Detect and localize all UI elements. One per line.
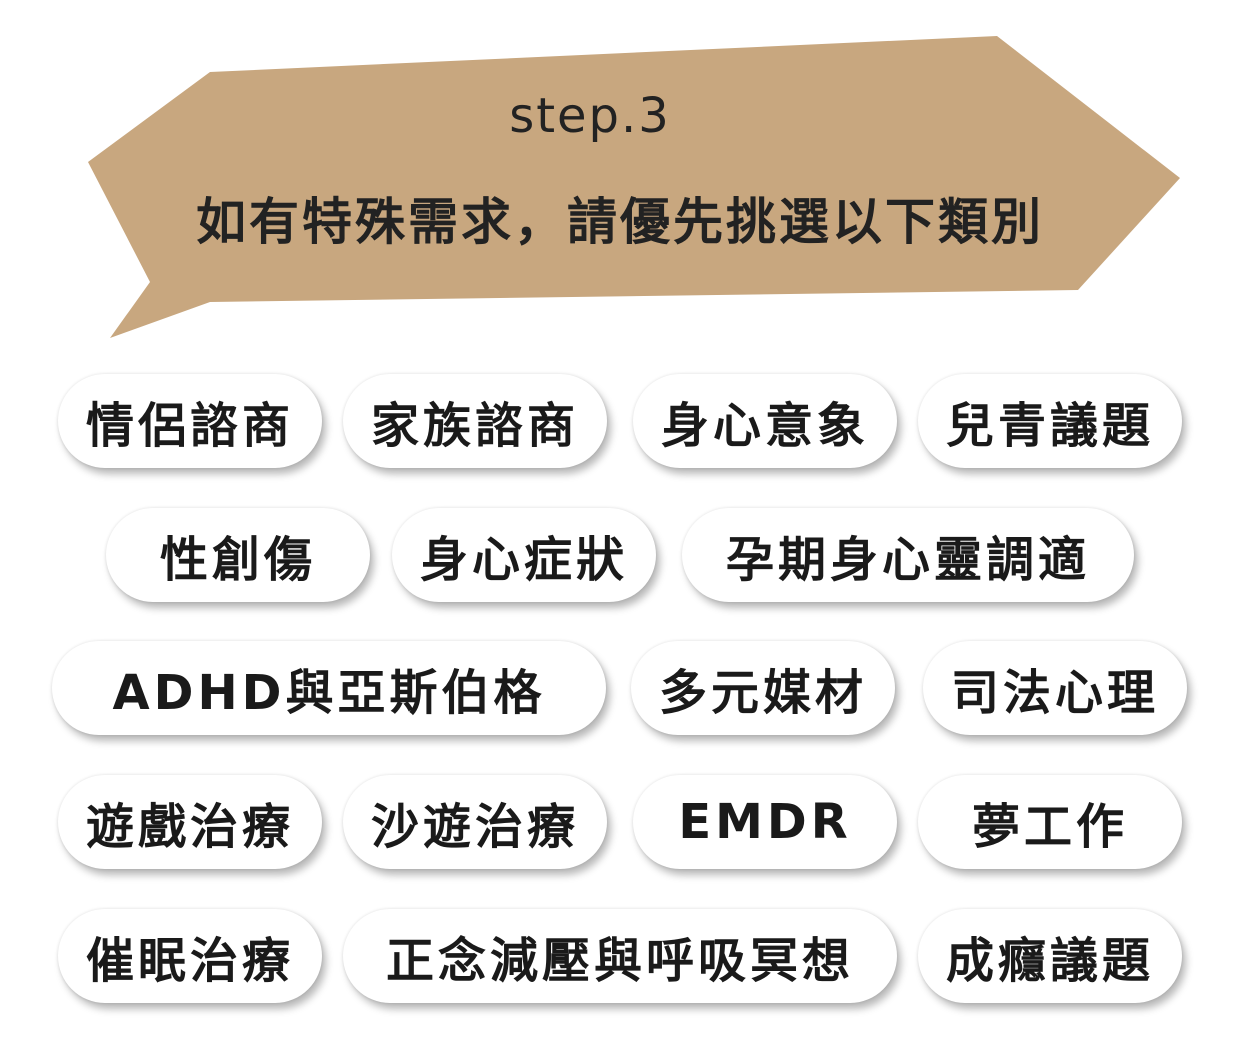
- category-button-sandplay-therapy[interactable]: 沙遊治療: [343, 775, 607, 869]
- category-button-play-therapy[interactable]: 遊戲治療: [58, 775, 322, 869]
- speech-banner-shape: [88, 36, 1180, 338]
- category-button-psychosomatic[interactable]: 身心症狀: [392, 508, 656, 602]
- category-button-body-image[interactable]: 身心意象: [633, 374, 897, 468]
- category-button-addiction-issues[interactable]: 成癮議題: [918, 909, 1182, 1003]
- category-button-forensic-psychology[interactable]: 司法心理: [923, 641, 1187, 735]
- category-button-mindfulness-breathing[interactable]: 正念減壓與呼吸冥想: [343, 909, 897, 1003]
- step-label: step.3: [509, 88, 671, 144]
- category-button-emdr[interactable]: EMDR: [633, 775, 897, 869]
- category-button-pregnancy-wellbeing[interactable]: 孕期身心靈調適: [682, 508, 1134, 602]
- category-button-adhd-asperger[interactable]: ADHD與亞斯伯格: [52, 641, 606, 735]
- category-button-youth-issues[interactable]: 兒青議題: [918, 374, 1182, 468]
- category-button-multimedia[interactable]: 多元媒材: [631, 641, 895, 735]
- category-button-dream-work[interactable]: 夢工作: [918, 775, 1182, 869]
- category-button-family-counseling[interactable]: 家族諮商: [343, 374, 607, 468]
- category-button-sexual-trauma[interactable]: 性創傷: [106, 508, 370, 602]
- category-button-hypnotherapy[interactable]: 催眠治療: [58, 909, 322, 1003]
- banner-title: 如有特殊需求，請優先挑選以下類別: [196, 193, 1044, 251]
- category-button-couple-counseling[interactable]: 情侶諮商: [58, 374, 322, 468]
- speech-banner: [88, 36, 1180, 338]
